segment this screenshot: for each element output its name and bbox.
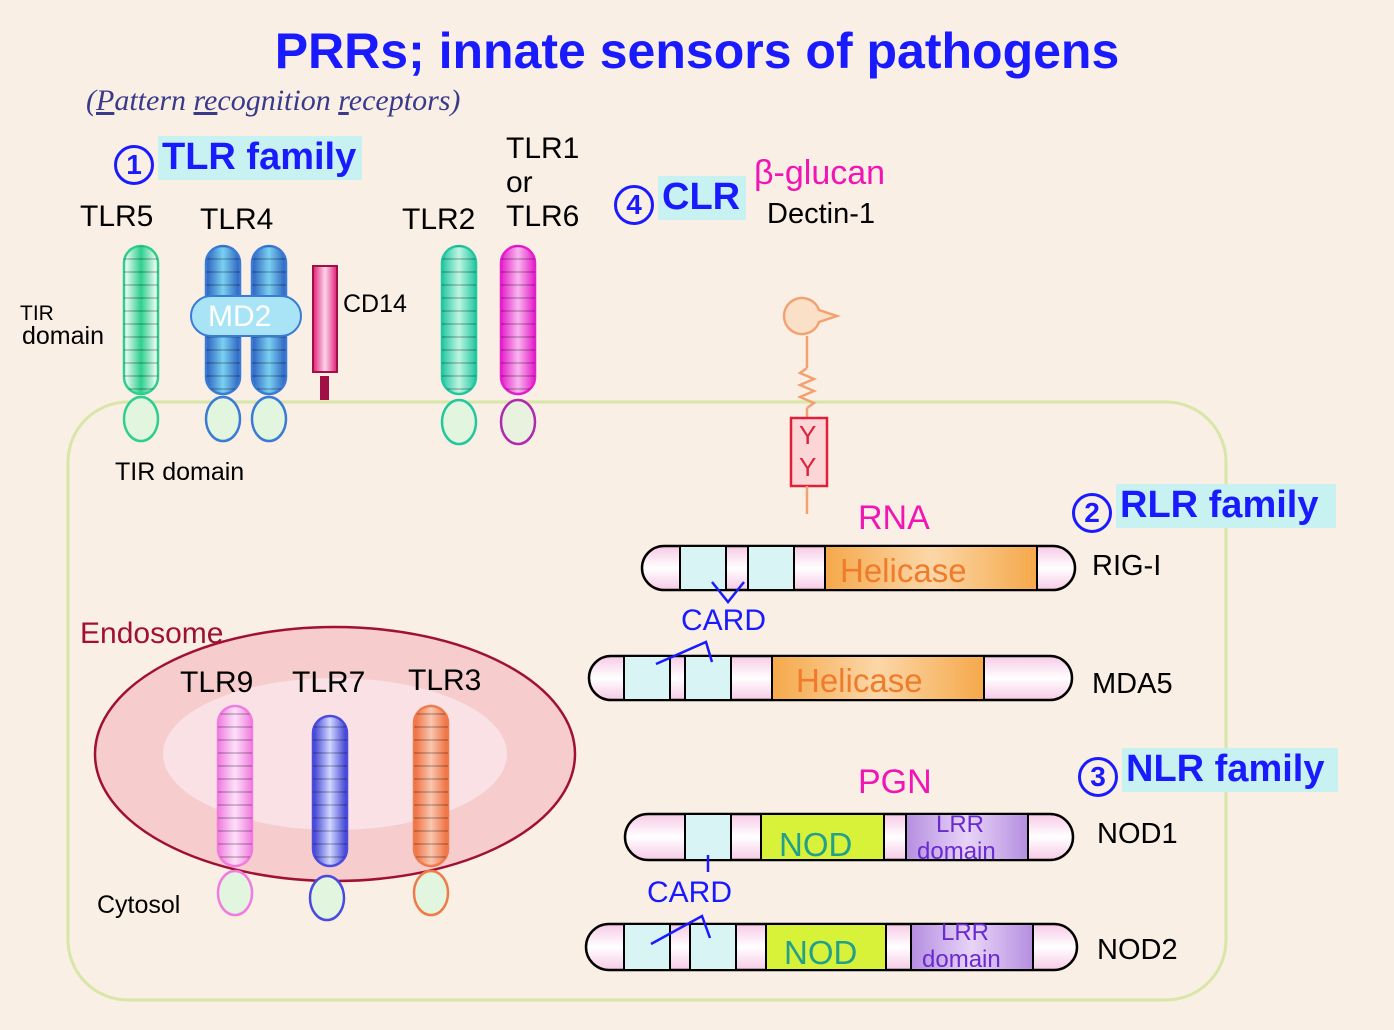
rlr-card-label: CARD [681,604,767,637]
nod2-lrr-label-2: domain [922,946,1001,973]
tlr6-receptor [499,244,537,446]
or-label: or [506,166,533,199]
beta-glucan-label: β-glucan [754,154,886,192]
clr-label: CLR [658,176,747,220]
tlr7-label: TLR7 [292,666,366,699]
tlr9-label: TLR9 [180,666,254,699]
tlr9-receptor [216,704,254,917]
dectin1-motif-y2: Y [799,452,817,482]
family-number-badge: 2 [1072,492,1112,533]
tir-domain-bottom-label: TIR domain [115,458,245,486]
tir-domain-top-label-2: domain [22,322,104,350]
mda5-name: MDA5 [1092,668,1173,700]
md2-protein [190,295,302,337]
nlr-card-pointers [650,855,712,946]
family-number-badge: 3 [1078,756,1118,797]
nlr-card-label: CARD [647,876,733,909]
tlr7-receptor [308,714,349,922]
rna-label: RNA [858,499,930,537]
tlr6-label: TLR6 [506,200,580,233]
rigi-helicase-label: Helicase [840,552,967,589]
tlr5-label: TLR5 [80,200,154,233]
mda5-helicase-label: Helicase [796,662,923,699]
rigi-name: RIG-I [1092,550,1162,582]
tlr5-receptor [122,244,160,443]
page-title: PRRs; innate sensors of pathogens [274,23,1120,79]
rlr-card-pointers [655,581,745,666]
tlr2-label: TLR2 [402,203,476,236]
md2-label: MD2 [208,300,272,333]
rigi-protein [640,544,1077,592]
mda5-protein [587,654,1074,702]
tlr4-label: TLR4 [200,203,274,236]
tir-domain-top-label-1: TIR [20,302,54,325]
nod2-lrr-label-1: LRR [941,919,990,946]
family-number-badge: 4 [614,184,654,225]
cd14-protein [312,265,338,400]
cytosol-label: Cytosol [97,891,181,919]
tlr1-label: TLR1 [506,132,580,165]
nod2-nod-label: NOD [784,934,858,971]
pgn-label: PGN [858,763,932,801]
nod1-protein [623,812,1075,862]
family-number-badge: 1 [114,144,154,185]
tlr2-receptor [440,244,478,446]
endosome-label: Endosome [80,617,224,650]
rlr-family-label: RLR family [1116,484,1337,528]
tlr3-receptor [412,704,450,917]
dectin1-label: Dectin-1 [767,198,875,230]
dectin1-receptor [782,296,841,514]
tlr3-label: TLR3 [408,664,482,697]
nod1-name: NOD1 [1097,818,1178,850]
dectin1-motif-y1: Y [799,420,817,450]
nod1-lrr-label-2: domain [917,838,996,865]
page-subtitle: (Pattern recognition receptors) [86,84,461,117]
nod1-nod-label: NOD [779,826,853,863]
nod2-name: NOD2 [1097,934,1178,966]
tlr-family-label: TLR family [158,136,363,180]
nod1-lrr-label-1: LRR [936,811,985,838]
cd14-label: CD14 [343,290,407,318]
nlr-family-label: NLR family [1122,748,1339,792]
